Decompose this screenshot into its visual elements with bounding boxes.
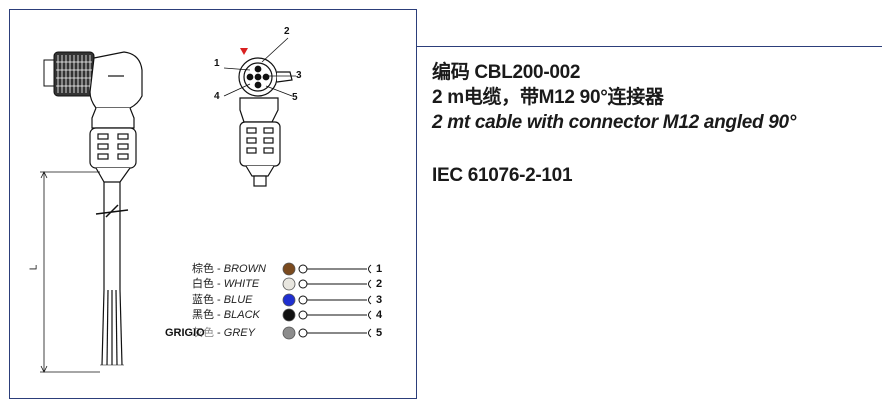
face-label-3: 3 xyxy=(296,70,302,81)
pin-face xyxy=(238,57,293,97)
pin-number-5: 5 xyxy=(376,327,383,339)
length-dimension xyxy=(40,171,100,373)
pin-number-2: 2 xyxy=(376,278,383,290)
wire-dot-grey xyxy=(282,326,296,340)
product-code: 编码 CBL200-002 xyxy=(432,62,581,83)
length-label: L xyxy=(28,264,40,271)
pin-number-1: 1 xyxy=(376,263,383,275)
wire-dot-black xyxy=(282,308,296,322)
terminal-1 xyxy=(298,264,372,274)
pin-number-4: 4 xyxy=(376,309,383,321)
wire-label-black: 黑色 - BLACK xyxy=(192,309,260,321)
key-marker xyxy=(240,48,248,55)
wire-terminals xyxy=(298,264,372,338)
wire-dot-brown xyxy=(282,262,296,276)
standard-ref: IEC 61076-2-101 xyxy=(432,165,573,186)
wire-label-white: 白色 - WHITE xyxy=(192,278,260,290)
knurled-nut xyxy=(43,51,95,97)
pin-leaders xyxy=(223,37,296,97)
drawing-frame xyxy=(9,9,417,399)
face-label-1: 1 xyxy=(214,58,220,69)
cable xyxy=(95,182,129,366)
grigio-overlay: GRIGIO xyxy=(165,327,205,339)
angled-body xyxy=(89,51,143,129)
wire-color-dots xyxy=(282,262,296,340)
terminal-3 xyxy=(298,295,372,305)
wire-dot-white xyxy=(282,277,296,291)
product-info: 编码 CBL200-002 2 m电缆，带M12 90°连接器 2 mt cab… xyxy=(432,60,796,188)
face-label-4: 4 xyxy=(214,91,220,102)
wire-dot-blue xyxy=(282,293,296,307)
description-cn: 2 m电缆，带M12 90°连接器 xyxy=(432,87,664,108)
face-label-2: 2 xyxy=(284,26,290,37)
terminal-5 xyxy=(298,328,372,338)
description-en: 2 mt cable with connector M12 angled 90° xyxy=(432,112,797,133)
wire-label-blue: 蓝色 - BLUE xyxy=(192,294,253,306)
pin-number-3: 3 xyxy=(376,294,383,306)
face-label-5: 5 xyxy=(292,92,298,103)
wire-label-brown: 棕色 - BROWN xyxy=(192,263,266,275)
grip-sleeve xyxy=(89,127,137,183)
side-view xyxy=(239,97,281,187)
terminal-4 xyxy=(298,310,372,320)
header-divider xyxy=(417,46,882,47)
terminal-2 xyxy=(298,279,372,289)
